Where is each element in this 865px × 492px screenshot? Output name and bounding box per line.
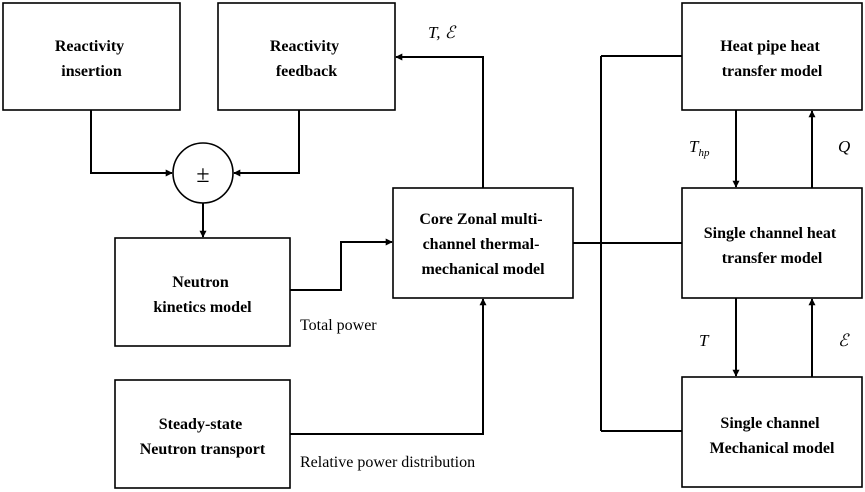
q-label: Q [838,137,850,156]
steady-state-transport-box [114,379,291,489]
single-channel-mech-box [681,376,863,488]
single-channel-heat-label: Single channel heat transfer model [704,225,840,267]
kinetics-to-core-arrow [290,238,393,291]
core-zonal-model-box [392,187,574,299]
summing-junction-symbol: ± [196,162,209,188]
heat-pipe-model-box [681,2,863,111]
insertion-to-junction-arrow [90,110,173,177]
reactivity-feedback-box [217,2,396,111]
t-strain-label: T, ℰ [428,23,457,42]
steady-state-transport-label: Steady-state Neutron transport [140,416,266,458]
neutron-kinetics-box [114,237,291,347]
single-channel-mech-label: Single channel Mechanical model [710,415,835,457]
t-label: T [699,331,710,350]
relative-power-label: Relative power distribution [300,454,475,471]
feedback-to-junction-arrow [233,110,300,177]
total-power-label: Total power [300,317,377,334]
reactivity-insertion-label: Reactivity insertion [55,38,128,80]
neutron-kinetics-label: Neutron kinetics model [153,274,252,316]
reactivity-feedback-label: Reactivity feedback [270,38,343,80]
transport-to-core-arrow [290,298,487,435]
reactivity-insertion-box [2,2,181,111]
strain-label: ℰ [838,331,850,350]
heat-pipe-model-label: Heat pipe heat transfer model [720,38,824,80]
single-channel-heat-box [681,187,863,299]
core-zonal-model-label: Core Zonal multi- channel thermal- mecha… [419,211,546,278]
core-to-feedback-arrow [395,53,484,188]
thp-label: Thp [689,137,710,159]
